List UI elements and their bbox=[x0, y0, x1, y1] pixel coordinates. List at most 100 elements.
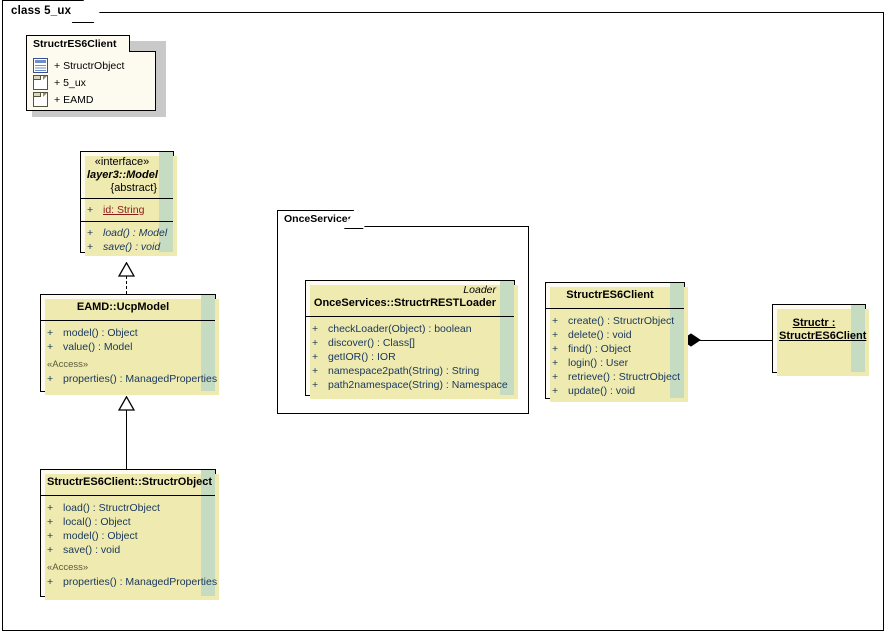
operation-visibility: + bbox=[47, 341, 54, 353]
operation-row[interactable]: + properties() : ManagedProperties bbox=[47, 575, 217, 589]
operation-visibility: + bbox=[47, 373, 54, 385]
package-icon bbox=[33, 92, 48, 107]
interface-layer3-model[interactable]: «interface» layer3::Model {abstract} + i… bbox=[80, 151, 177, 256]
package-item-label: EAMD bbox=[63, 93, 94, 106]
package-header-tab: StructrES6Client bbox=[26, 35, 130, 52]
operation-row[interactable]: + path2namespace(String) : Namespace bbox=[312, 378, 508, 392]
attribute-visibility: + bbox=[87, 204, 94, 216]
diagram-name-tab[interactable]: class 5_ux bbox=[2, 0, 90, 20]
operation-row[interactable]: + create() : StructrObject bbox=[552, 314, 674, 328]
operation-visibility: + bbox=[87, 241, 94, 253]
operation-row[interactable]: + discover() : Class[] bbox=[312, 336, 498, 350]
operation-visibility: + bbox=[47, 516, 54, 528]
class-name: OnceServices::StructrRESTLoader bbox=[313, 297, 497, 309]
operation-visibility: + bbox=[312, 379, 319, 391]
operation-visibility: + bbox=[552, 371, 559, 383]
interface-header: «interface» layer3::Model {abstract} bbox=[81, 152, 173, 199]
operation-row[interactable]: + load() : StructrObject bbox=[47, 501, 199, 515]
package-structres6client[interactable]: StructrES6Client + StructrObject + 5_ux … bbox=[26, 35, 166, 117]
class-structres6client[interactable]: StructrES6Client + create() : StructrObj… bbox=[545, 282, 688, 402]
operation-text: create() : StructrObject bbox=[568, 315, 675, 327]
interface-stereotype: «interface» bbox=[94, 156, 150, 168]
attribute-text: id: String bbox=[103, 204, 145, 216]
operation-text: update() : void bbox=[568, 385, 636, 397]
operation-text: login() : User bbox=[568, 357, 629, 369]
operation-text: getIOR() : IOR bbox=[328, 351, 396, 363]
package-item-eamd[interactable]: + EAMD bbox=[27, 91, 155, 108]
operation-text: local() : Object bbox=[63, 516, 131, 528]
hollow-triangle-icon bbox=[118, 262, 135, 277]
access-stereotype: «Access» bbox=[47, 359, 89, 370]
class-operations-compartment: + load() : StructrObject + local() : Obj… bbox=[41, 496, 217, 593]
operation-row[interactable]: + local() : Object bbox=[47, 515, 199, 529]
onceservices-title: OnceServices bbox=[284, 213, 354, 225]
interface-attributes-compartment: + id: String bbox=[81, 199, 173, 221]
operation-row[interactable]: + model() : Object bbox=[47, 529, 199, 543]
operation-visibility: + bbox=[312, 365, 319, 377]
class-icon bbox=[33, 58, 48, 73]
object-name-line2: StructrES6Client bbox=[779, 330, 867, 342]
operation-text: load() : StructrObject bbox=[63, 502, 160, 514]
package-item-visibility: + bbox=[54, 59, 61, 72]
operation-visibility: + bbox=[312, 323, 319, 335]
package-item-visibility: + bbox=[54, 76, 61, 89]
class-name: StructrES6Client bbox=[566, 289, 654, 301]
operation-row[interactable]: + delete() : void bbox=[552, 328, 668, 342]
package-item-label: 5_ux bbox=[63, 76, 86, 89]
package-title: StructrES6Client bbox=[33, 38, 117, 50]
operation-row[interactable]: + save() : void bbox=[87, 240, 160, 254]
attribute-row[interactable]: + id: String bbox=[87, 203, 157, 217]
operation-visibility: + bbox=[552, 343, 559, 355]
object-structr-instance[interactable]: Structr : StructrES6Client bbox=[772, 304, 869, 376]
onceservices-header-tab: OnceServices bbox=[277, 210, 359, 227]
operation-row[interactable]: + retrieve() : StructrObject bbox=[552, 370, 680, 384]
operation-text: discover() : Class[] bbox=[328, 337, 415, 349]
operation-visibility: + bbox=[312, 351, 319, 363]
operation-text: delete() : void bbox=[568, 329, 632, 341]
diagram-name-label: class 5_ux bbox=[11, 4, 72, 17]
interface-operations-compartment: + load() : Model + save() : void bbox=[81, 221, 173, 258]
class-header: StructrES6Client bbox=[546, 283, 684, 309]
object-header: Structr : StructrES6Client bbox=[773, 305, 867, 349]
operation-row[interactable]: + load() : Model bbox=[87, 226, 167, 240]
class-onceservices-structrrestloader[interactable]: Loader OnceServices::StructrRESTLoader +… bbox=[305, 280, 518, 399]
class-name: EAMD::UcpModel bbox=[76, 301, 170, 313]
operation-row[interactable]: + getIOR() : IOR bbox=[312, 350, 498, 364]
operation-visibility: + bbox=[47, 502, 54, 514]
class-operations-compartment: + create() : StructrObject + delete() : … bbox=[546, 309, 684, 402]
operation-row[interactable]: + model() : Object bbox=[47, 326, 199, 340]
operation-visibility: + bbox=[552, 385, 559, 397]
operation-row[interactable]: + properties() : ManagedProperties bbox=[47, 372, 217, 386]
class-structres6client-structrobject[interactable]: StructrES6Client::StructrObject + load()… bbox=[40, 469, 219, 600]
operation-visibility: + bbox=[552, 357, 559, 369]
operation-row[interactable]: + update() : void bbox=[552, 384, 668, 398]
class-name: StructrES6Client::StructrObject bbox=[47, 476, 213, 488]
operation-visibility: + bbox=[47, 576, 54, 588]
operation-row[interactable]: + save() : void bbox=[47, 543, 199, 557]
operation-text: retrieve() : StructrObject bbox=[568, 371, 681, 383]
operation-text: properties() : ManagedProperties bbox=[63, 373, 218, 385]
realization-line bbox=[126, 276, 127, 294]
operation-text: namespace2path(String) : String bbox=[328, 365, 480, 377]
operation-visibility: + bbox=[552, 329, 559, 341]
package-body: + StructrObject + 5_ux + EAMD bbox=[26, 51, 156, 111]
interface-abstract-tag: {abstract} bbox=[110, 182, 157, 194]
operation-row[interactable]: + namespace2path(String) : String bbox=[312, 364, 498, 378]
operation-visibility: + bbox=[87, 227, 94, 239]
operation-row[interactable]: + checkLoader(Object) : boolean bbox=[312, 322, 498, 336]
object-name-line1: Structr : bbox=[792, 317, 836, 329]
operation-text: checkLoader(Object) : boolean bbox=[328, 323, 472, 335]
class-operations-compartment: + checkLoader(Object) : boolean + discov… bbox=[306, 317, 514, 396]
operation-text: model() : Object bbox=[63, 327, 138, 339]
operation-row[interactable]: + login() : User bbox=[552, 356, 668, 370]
operation-visibility: + bbox=[47, 544, 54, 556]
class-eamd-ucpmodel[interactable]: EAMD::UcpModel + model() : Object + valu… bbox=[40, 294, 219, 395]
generalization-line bbox=[126, 410, 127, 470]
package-item-5ux[interactable]: + 5_ux bbox=[27, 74, 155, 91]
operation-visibility: + bbox=[312, 337, 319, 349]
package-item-structrobject[interactable]: + StructrObject bbox=[27, 57, 155, 74]
operation-text: find() : Object bbox=[568, 343, 632, 355]
package-icon bbox=[33, 75, 48, 90]
operation-row[interactable]: + value() : Model bbox=[47, 340, 199, 354]
operation-row[interactable]: + find() : Object bbox=[552, 342, 668, 356]
